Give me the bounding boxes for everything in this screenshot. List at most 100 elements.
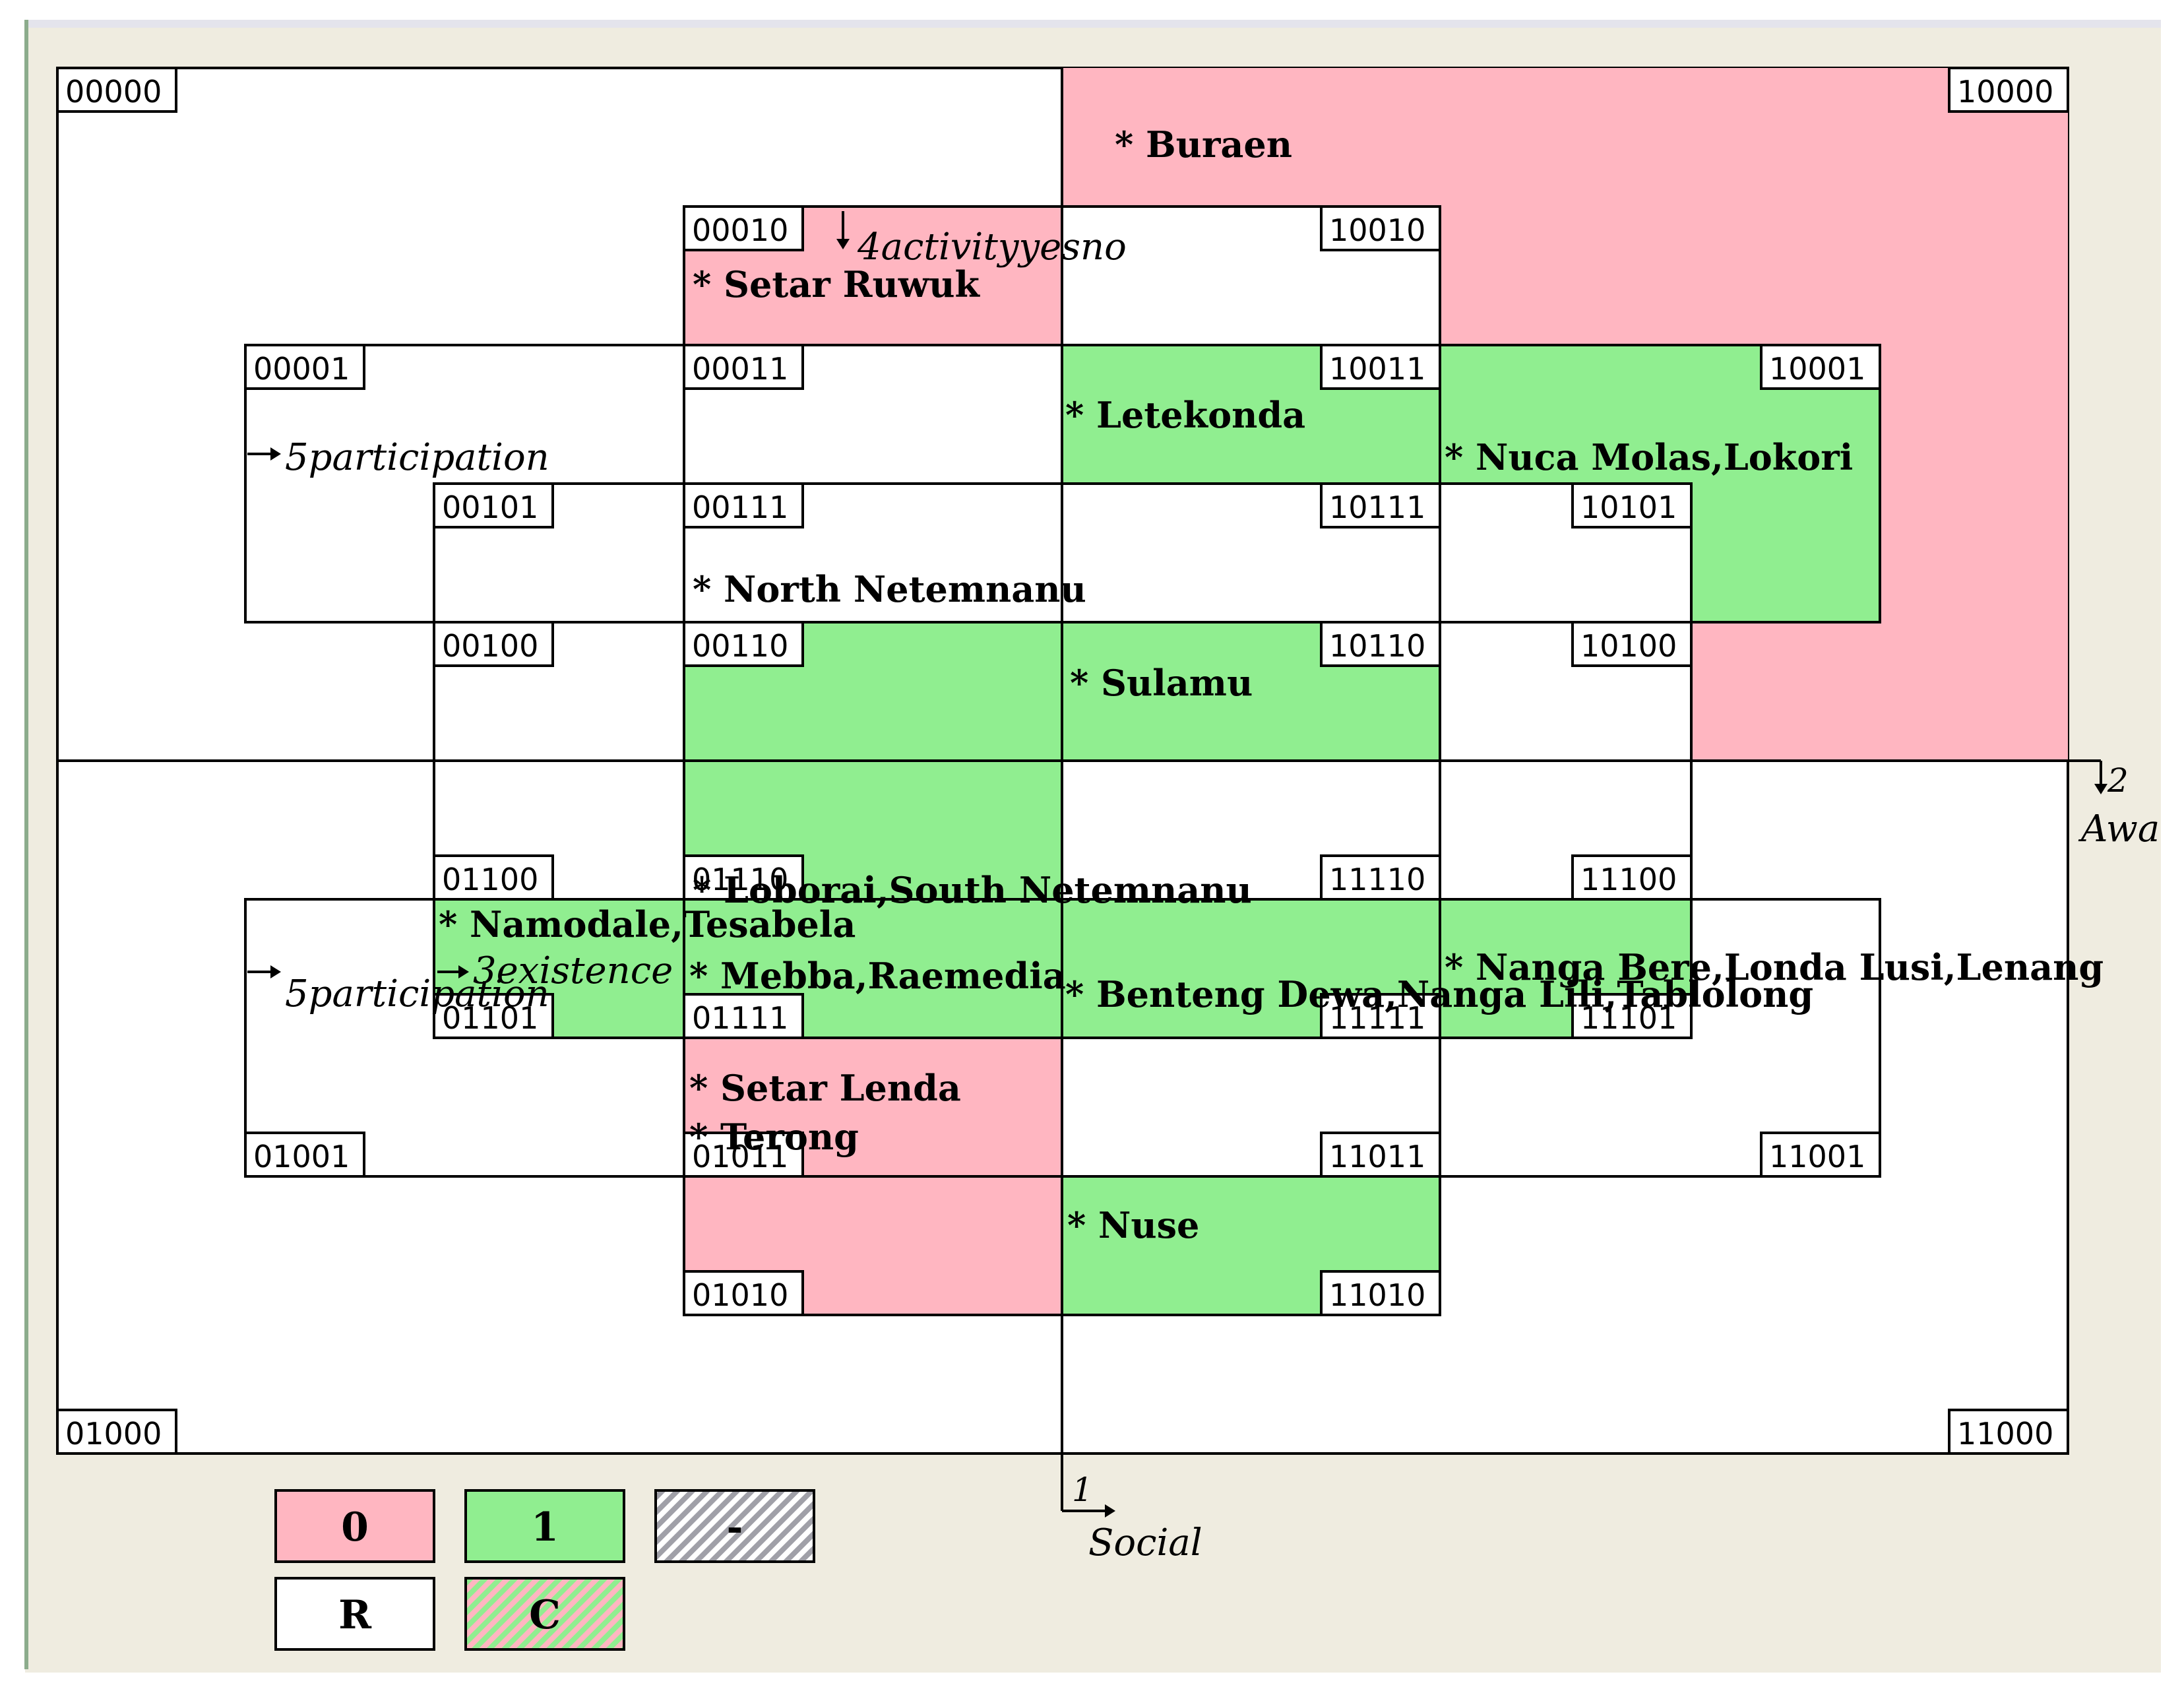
aware-number: 2 [2107, 761, 2129, 800]
participation-bottom-arrowhead [270, 965, 281, 978]
region-code-10100: 10100 [1571, 621, 1693, 667]
region-code-00011: 00011 [683, 344, 804, 390]
legend-swatch-contradiction [464, 1577, 625, 1651]
case-label: * Nuca Molas,Lokori [1445, 436, 1853, 478]
region-code-00001: 00001 [244, 344, 365, 390]
region-code-01010: 01010 [683, 1270, 804, 1316]
activity-arrowhead [836, 239, 850, 249]
region-code-box [1320, 482, 1441, 528]
region-code-00010: 00010 [683, 205, 804, 251]
region-code-box [1320, 993, 1441, 1039]
region-code-10001: 10001 [1760, 344, 1881, 390]
region-code-text: 01111 [692, 1000, 788, 1036]
region-code-box [244, 1132, 365, 1178]
social-number: 1 [1072, 1471, 1093, 1509]
region-code-text: 11110 [1329, 862, 1425, 897]
region-code-01000: 01000 [56, 1409, 177, 1455]
region-code-box [1320, 854, 1441, 901]
region-code-text: 00010 [692, 212, 788, 248]
region-code-text: 01100 [442, 862, 538, 897]
region-code-text: 11010 [1329, 1277, 1425, 1313]
region-code-text: 11001 [1769, 1139, 1865, 1174]
legend-label-zero: 0 [341, 1504, 369, 1550]
region-code-text: 01010 [692, 1277, 788, 1313]
case-label: * Setar Ruwuk [693, 263, 980, 305]
region-code-11001: 11001 [1760, 1132, 1881, 1178]
case-labels: * Buraen * Setar Ruwuk * Letekonda * Nuc… [439, 123, 2104, 1246]
region-code-01101: 01101 [433, 993, 554, 1039]
region-code-box [433, 854, 554, 901]
region-code-11110: 11110 [1320, 854, 1441, 901]
case-label: * North Netemnanu [693, 568, 1086, 610]
legend-label-remainder: R [338, 1592, 372, 1638]
region-code-text: 11000 [1957, 1416, 2053, 1452]
legend-swatch-remainder [274, 1577, 435, 1651]
participation-top-label: 5participation [285, 436, 549, 479]
legend-swatch-dontcare [654, 1489, 815, 1563]
case-label: * Benteng Dewa,Nanga Lili,Tablolong [1065, 973, 1813, 1015]
region-code-10110: 10110 [1320, 621, 1441, 667]
region-code-text: 01110 [692, 862, 788, 897]
region-code-text: 01101 [442, 1000, 538, 1036]
region-code-box [1571, 854, 1693, 901]
region-code-box [683, 1270, 804, 1316]
legend-swatch-one [464, 1489, 625, 1563]
region-code-10011: 10011 [1320, 344, 1441, 390]
social-label: Social [1088, 1521, 1202, 1564]
region-code-box [683, 344, 804, 390]
legend-swatch-zero [274, 1489, 435, 1563]
region-code-box [56, 67, 177, 113]
activity-label: 4activityyesno [857, 226, 1127, 269]
region-code-box [683, 482, 804, 528]
region-code-text: 10111 [1329, 490, 1425, 525]
region-code-text: 11100 [1580, 862, 1677, 897]
region-code-00000: 00000 [56, 67, 177, 113]
region-code-11000: 11000 [1948, 1409, 2069, 1455]
case-label: * Loborai,South Netemnanu [693, 869, 1252, 911]
region-code-00100: 00100 [433, 621, 554, 667]
region-code-11100: 11100 [1571, 854, 1693, 901]
region-code-text: 00111 [692, 490, 788, 525]
case-label: * Nuse [1067, 1204, 1199, 1246]
legend-label-one: 1 [531, 1504, 559, 1550]
region-code-01100: 01100 [433, 854, 554, 901]
region-code-box [1320, 205, 1441, 251]
region-code-00101: 00101 [433, 482, 554, 528]
region-code-text: 11101 [1580, 1000, 1677, 1036]
region-code-01001: 01001 [244, 1132, 365, 1178]
region-code-box [1760, 1132, 1881, 1178]
aware-arrowhead [2094, 784, 2107, 794]
legend-label-dontcare: - [727, 1504, 743, 1550]
region-code-10010: 10010 [1320, 205, 1441, 251]
region-code-11111: 11111 [1320, 993, 1441, 1039]
region-code-box [1320, 621, 1441, 667]
region-code-01011: 01011 [683, 1132, 804, 1178]
region-code-box [683, 205, 804, 251]
existence-label: 3existence [473, 949, 673, 992]
case-label: * Mebba,Raemedia [689, 955, 1066, 997]
region-code-box [683, 854, 804, 901]
region-code-box [1571, 482, 1693, 528]
participation-bottom-label: 5participation [285, 973, 549, 1015]
region-code-box [56, 1409, 177, 1455]
legend-label-contradiction: C [529, 1592, 561, 1638]
region-code-box [1320, 344, 1441, 390]
participation-top-arrowhead [270, 447, 281, 461]
region-code-box [1948, 1409, 2069, 1455]
region-code-box [683, 621, 804, 667]
region-code-text: 11111 [1329, 1000, 1425, 1036]
region-code-text: 10110 [1329, 628, 1425, 664]
region-code-11011: 11011 [1320, 1132, 1441, 1178]
region-code-text: 10011 [1329, 351, 1425, 387]
region-fill-10101 [1691, 484, 1880, 622]
region-code-text: 00000 [65, 74, 162, 110]
region-code-text: 10001 [1769, 351, 1865, 387]
social-arrowhead [1105, 1504, 1115, 1517]
region-code-text: 01000 [65, 1416, 162, 1452]
region-code-text: 01011 [692, 1139, 788, 1174]
case-label: * Terong [689, 1116, 859, 1158]
region-code-text: 10000 [1957, 74, 2053, 110]
region-code-box [433, 993, 554, 1039]
